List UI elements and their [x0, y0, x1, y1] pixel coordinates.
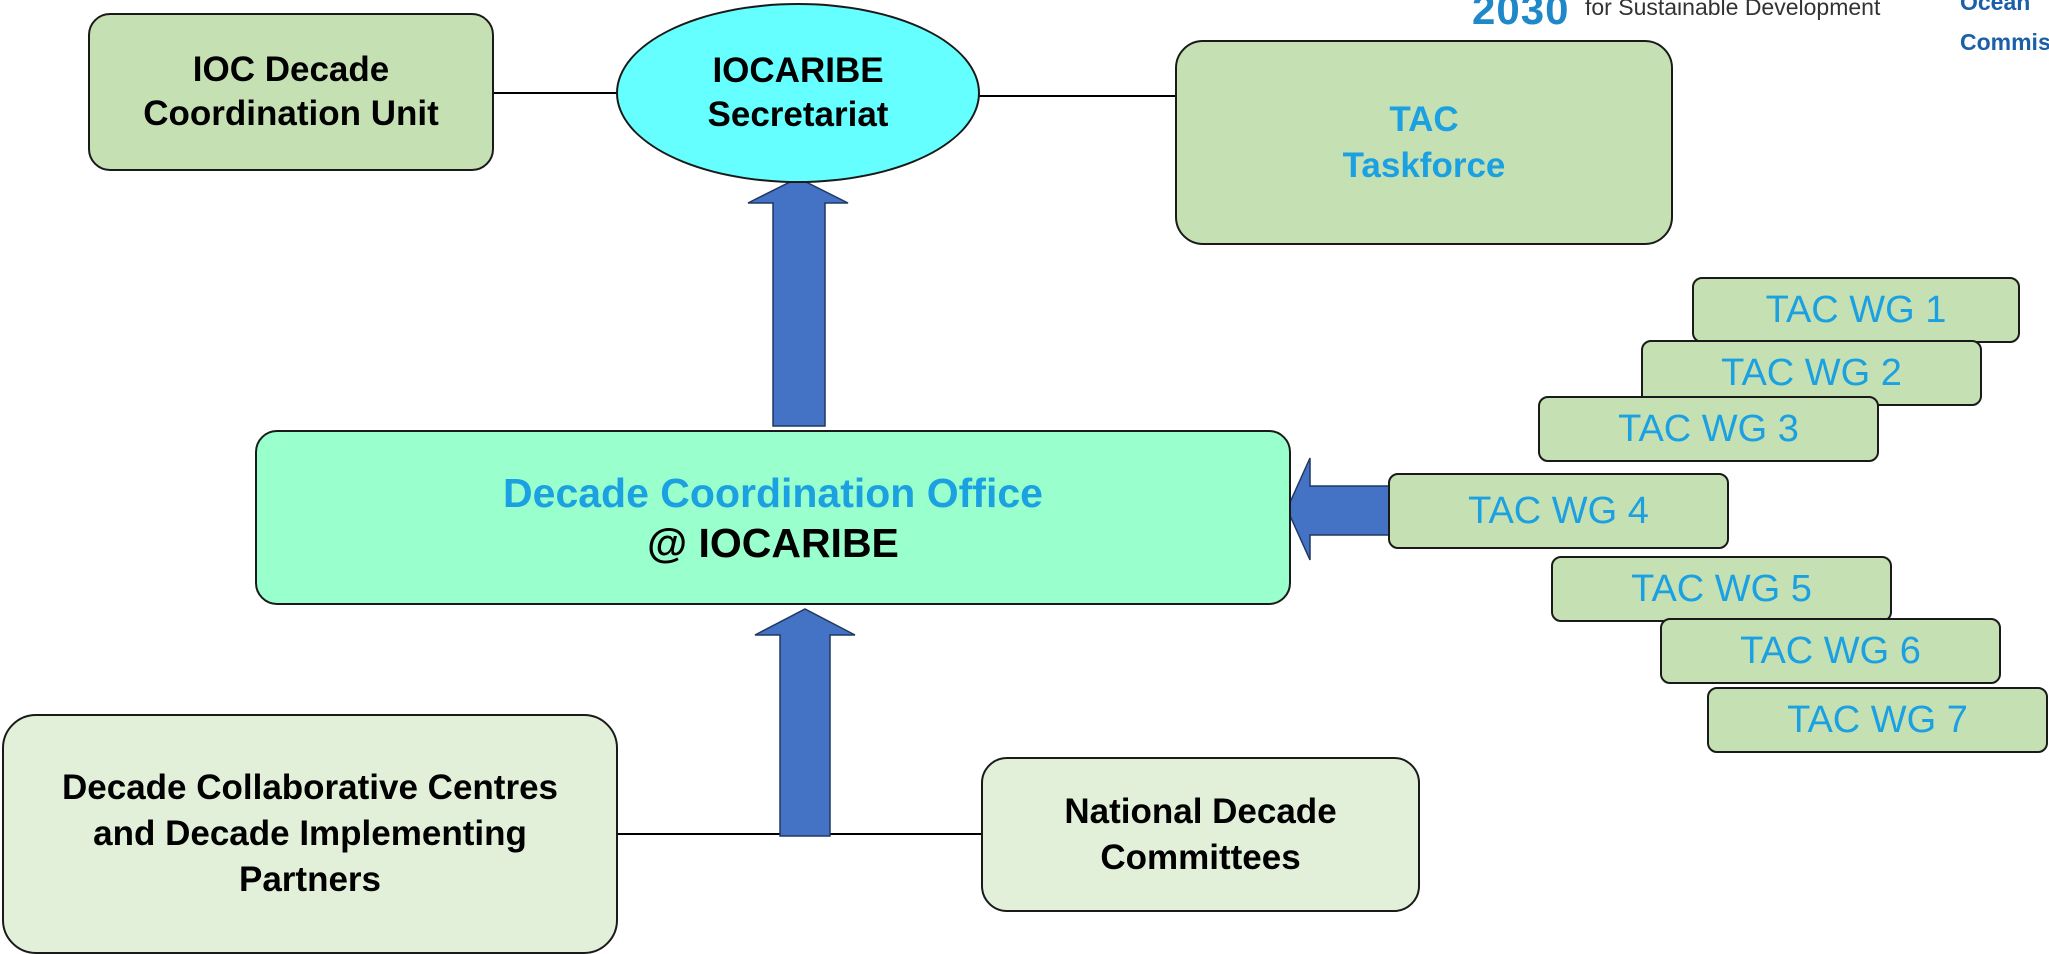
connector-secretariat-tac	[978, 95, 1176, 97]
tac-wg-4: TAC WG 4	[1388, 473, 1729, 549]
node-iocaribe-secretariat: IOCARIBE Secretariat	[616, 3, 980, 183]
tac-wg-3: TAC WG 3	[1538, 396, 1879, 462]
logo-line-2: Commis	[1960, 29, 2049, 55]
node-label-line: Committees	[1100, 837, 1301, 877]
tac-wg-5: TAC WG 5	[1551, 556, 1892, 622]
node-decade-collaborative-centres: Decade Collaborative Centres and Decade …	[2, 714, 618, 954]
node-label-line: IOC Decade	[192, 50, 390, 89]
node-ioc-decade-coordination-unit: IOC Decade Coordination Unit	[88, 13, 494, 171]
connector-ioc-secretariat	[492, 92, 618, 94]
node-label-line: and Decade Implementing	[93, 814, 527, 853]
node-decade-coordination-office: Decade Coordination Office @ IOCARIBE	[255, 430, 1291, 605]
logo-line-1: Ocean	[1960, 0, 2031, 15]
tac-wg-1: TAC WG 1	[1692, 277, 2020, 343]
node-label-line: Taskforce	[1342, 145, 1506, 185]
tac-wg-7: TAC WG 7	[1707, 687, 2048, 753]
arrow-up-to-secretariat	[747, 177, 849, 427]
node-label-line: Decade Collaborative Centres	[61, 768, 558, 807]
dco-subtitle: @ IOCARIBE	[647, 519, 899, 566]
node-label-line: National Decade	[1064, 791, 1337, 831]
logo-commission: Ocean Commis	[1960, 0, 2049, 62]
node-tac-taskforce: TAC Taskforce	[1175, 40, 1673, 245]
node-label-line: Coordination Unit	[143, 94, 439, 133]
node-national-decade-committees: National Decade Committees	[981, 757, 1420, 912]
logo-year: 2030	[1472, 0, 1570, 33]
node-label-line: Secretariat	[707, 95, 889, 134]
node-label-line: Partners	[238, 860, 382, 899]
tac-wg-6: TAC WG 6	[1660, 618, 2001, 684]
arrow-up-to-dco	[754, 608, 856, 837]
node-label-line: IOCARIBE	[712, 51, 884, 90]
node-label-line: TAC	[1389, 99, 1459, 139]
logo-subtitle: for Sustainable Development	[1585, 0, 1881, 20]
dco-title: Decade Coordination Office	[503, 469, 1043, 516]
